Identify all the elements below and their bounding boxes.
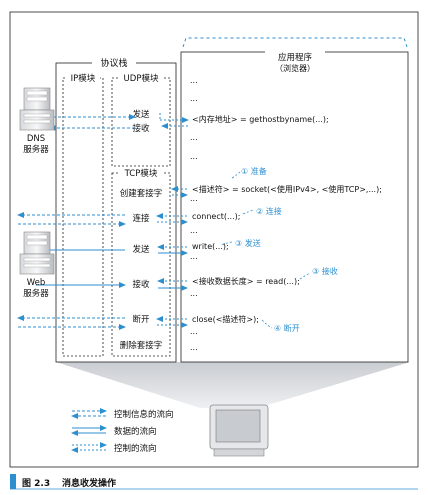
disconnect-label: 断开 — [132, 314, 150, 325]
udp-module-label: UDP模块 — [124, 73, 159, 84]
app-ellipsis: ... — [190, 327, 198, 336]
app-ellipsis: ... — [190, 343, 198, 352]
funnel-shadow — [56, 362, 410, 408]
web-server-label: Web — [27, 278, 46, 288]
send-label: 发送 — [132, 244, 150, 255]
monitor-icon — [209, 404, 269, 457]
protocol-stack-title: 协议栈 — [100, 57, 127, 69]
recv-label: 接收 — [132, 279, 150, 290]
dns-server-sublabel: 服务器 — [23, 144, 49, 155]
step-connect: ② 连接 — [256, 206, 282, 216]
app-ellipsis: ... — [190, 152, 198, 161]
web-server-icon — [19, 231, 55, 275]
app-ellipsis: ... — [190, 94, 198, 103]
outer-frame — [9, 11, 419, 468]
top-dashed-bracket — [182, 37, 408, 48]
application-box — [180, 51, 409, 363]
legend-data-flow: 数据的流向 — [114, 426, 157, 437]
caption-text: 消息收发操作 — [62, 477, 116, 489]
caption-bar — [10, 474, 16, 489]
app-ellipsis-group: ... ... ... ... ... ... ... ... ... ... — [190, 76, 198, 352]
code-read: <接收数据长度> = read(...); — [192, 276, 300, 286]
step-prepare: ① 准备 — [241, 166, 267, 176]
step-receive: ③ 接收 — [312, 266, 338, 276]
application-title: 应用程序 — [278, 52, 313, 63]
ip-module-label: IP模块 — [71, 73, 96, 84]
app-ellipsis: ... — [190, 133, 198, 142]
app-ellipsis: ... — [190, 194, 198, 203]
application-subtitle: （浏览器） — [275, 63, 315, 73]
protocol-stack-box — [55, 62, 177, 363]
code-gethostbyname: <内存地址> = gethostbyname(...); — [192, 114, 329, 124]
step-disconnect: ④ 断开 — [274, 323, 300, 333]
flow-arrows — [17, 113, 189, 330]
legend-control-flow: 控制的流向 — [114, 443, 157, 454]
web-server-sublabel: 服务器 — [23, 288, 49, 299]
code-socket: <描述符> = socket(<使用IPv4>, <使用TCP>,...); — [192, 184, 382, 194]
caption-label: 图 2.3 — [22, 478, 50, 489]
code-close: close(<描述符>); — [192, 314, 259, 324]
app-ellipsis: ... — [190, 289, 198, 298]
udp-recv-label: 接收 — [132, 123, 150, 134]
app-ellipsis: ... — [190, 226, 198, 235]
dns-server-icon — [19, 87, 55, 131]
connect-label: 连接 — [132, 213, 150, 224]
udp-send-label: 发送 — [132, 109, 150, 120]
code-connect: connect(...); — [192, 212, 240, 221]
legend-control-info: 控制信息的流向 — [114, 409, 174, 420]
tcp-module-label: TCP模块 — [124, 168, 158, 179]
step-send: ③ 发送 — [235, 238, 261, 248]
application-title-box — [265, 50, 325, 72]
delete-socket-label: 删除套接字 — [120, 340, 163, 351]
app-ellipsis: ... — [190, 252, 198, 261]
code-write: write(...); — [192, 242, 229, 251]
legend — [71, 408, 107, 453]
dns-server-label: DNS — [27, 134, 45, 144]
app-ellipsis: ... — [190, 76, 198, 85]
create-socket-label: 创建套接字 — [120, 188, 163, 199]
